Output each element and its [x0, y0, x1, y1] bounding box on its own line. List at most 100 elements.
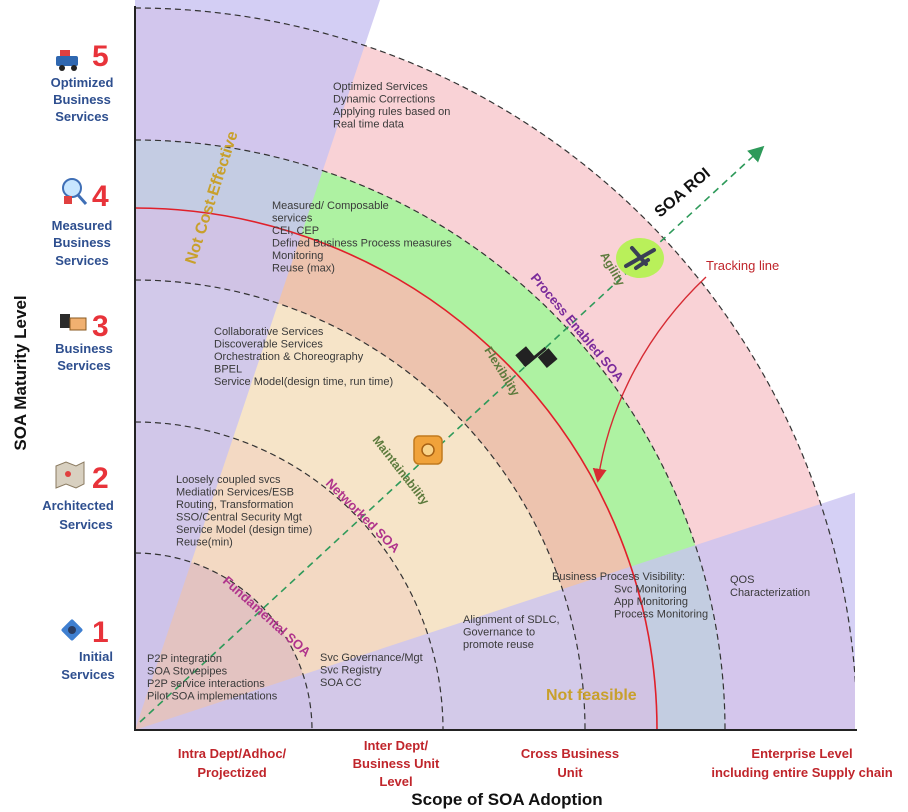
transport-icon: [56, 50, 78, 71]
level-1-label: 1 Initial Services: [61, 616, 115, 682]
scope-enterprise-line1: Enterprise Level: [751, 746, 852, 761]
level-4-line3: Services: [55, 253, 109, 268]
plug-icon: [515, 346, 558, 368]
level-1-number: 1: [92, 616, 109, 649]
level-5-number: 5: [92, 40, 109, 73]
feature-line: QOS: [730, 574, 754, 586]
feature-line: Monitoring: [272, 250, 323, 262]
scope-cross-business: Cross Business Unit: [521, 746, 619, 780]
level-5-line1: Optimized: [51, 75, 114, 90]
feature-line: services: [272, 213, 313, 225]
feature-line: Mediation Services/ESB: [176, 487, 294, 499]
handshake-icon: [60, 314, 87, 331]
scope-enterprise: Enterprise Level including entire Supply…: [711, 746, 892, 780]
level-2-line1: Architected: [42, 498, 114, 513]
level-5-line3: Services: [55, 109, 109, 124]
feature-line: P2P service interactions: [147, 678, 265, 690]
feature-line: SOA Stovepipes: [147, 666, 228, 678]
feature-line: Orchestration & Choreography: [214, 351, 364, 363]
feature-line: promote reuse: [463, 639, 534, 651]
level-1-line1: Initial: [79, 649, 113, 664]
level-1-line2: Services: [61, 667, 115, 682]
level-4-label: 4 Measured Business Services: [52, 178, 113, 268]
soa-roi-arrow: [139, 145, 765, 723]
airplane-icon: [616, 238, 664, 278]
feature-line: Measured/ Composable: [272, 200, 389, 212]
feature-line: Service Model(design time, run time): [214, 376, 393, 388]
level-5-line2: Business: [53, 92, 111, 107]
scope-intra-line2: Projectized: [197, 765, 266, 780]
scope-enterprise-line2: including entire Supply chain: [711, 765, 892, 780]
level-5-label: 5 Optimized Business Services: [51, 40, 114, 124]
scope-inter-line3: Level: [379, 774, 412, 789]
feature-line: Discoverable Services: [214, 339, 323, 351]
feature-line: SSO/Central Security Mgt: [176, 512, 302, 524]
scope-inter-dept: Inter Dept/ Business Unit Level: [353, 738, 440, 789]
feature-line: App Monitoring: [614, 596, 688, 608]
feature-line: Service Model (design time): [176, 524, 312, 536]
feature-line: Real time data: [333, 119, 405, 131]
feature-line: Routing, Transformation: [176, 499, 293, 511]
level-3-line2: Services: [57, 358, 111, 373]
y-axis-title: SOA Maturity Level: [11, 295, 30, 450]
satellite-icon: [61, 619, 83, 641]
soa-roi-label: SOA ROI: [652, 165, 714, 221]
x-axis-title: Scope of SOA Adoption: [411, 790, 602, 809]
gear-box-icon: [413, 435, 443, 465]
level-3-number: 3: [92, 310, 109, 343]
feature-line: Dynamic Corrections: [333, 94, 436, 106]
feature-line: Process Monitoring: [614, 609, 708, 621]
level-3-label: 3 Business Services: [55, 310, 113, 373]
level-2-label: 2 Architected Services: [42, 461, 114, 532]
level-2-number: 2: [92, 462, 109, 495]
not-feasible-label: Not feasible: [546, 687, 637, 704]
feature-line: Collaborative Services: [214, 326, 324, 338]
scope-inter-line2: Business Unit: [353, 756, 440, 771]
scope-intra-dept: Intra Dept/Adhoc/ Projectized: [178, 746, 287, 780]
level-4-line2: Business: [53, 235, 111, 250]
feature-line: Characterization: [730, 587, 810, 599]
feature-line: Alignment of SDLC,: [463, 614, 560, 626]
scope-inter-line1: Inter Dept/: [364, 738, 429, 753]
map-icon: [55, 461, 85, 489]
feature-line: Business Process Visibility:: [552, 571, 685, 583]
not-cost-effective-zone: [135, 0, 380, 730]
process-visibility-features: Business Process Visibility:Svc Monitori…: [552, 571, 708, 621]
feature-line: Defined Business Process measures: [272, 238, 452, 250]
feature-line: Governance to: [463, 627, 535, 639]
level-3-line1: Business: [55, 341, 113, 356]
feature-line: Svc Monitoring: [614, 584, 687, 596]
tracking-line-label: Tracking line: [706, 258, 779, 273]
level-4-number: 4: [92, 180, 109, 213]
maturity-rings: [135, 0, 855, 730]
feature-line: SOA CC: [320, 677, 362, 689]
feature-line: Reuse (max): [272, 263, 335, 275]
feature-line: P2P integration: [147, 653, 222, 665]
scope-cross-line1: Cross Business: [521, 746, 619, 761]
feature-line: Optimized Services: [333, 81, 428, 93]
not-feasible-zone: [135, 492, 855, 730]
process-enabled-boundary: [135, 207, 658, 730]
scope-intra-line1: Intra Dept/Adhoc/: [178, 746, 287, 761]
magnifier-icon: [62, 178, 88, 205]
feature-line: Svc Registry: [320, 665, 382, 677]
level-4-line1: Measured: [52, 218, 113, 233]
scope-cross-line2: Unit: [557, 765, 583, 780]
feature-line: Svc Governance/Mgt: [320, 652, 423, 664]
feature-line: Reuse(min): [176, 537, 233, 549]
level-2-line2: Services: [59, 517, 113, 532]
tracking-line: [592, 276, 707, 483]
feature-line: Pilot SOA implementations: [147, 691, 278, 703]
feature-line: CEI, CEP: [272, 225, 319, 237]
feature-line: Loosely coupled svcs: [176, 474, 281, 486]
feature-line: BPEL: [214, 364, 242, 376]
